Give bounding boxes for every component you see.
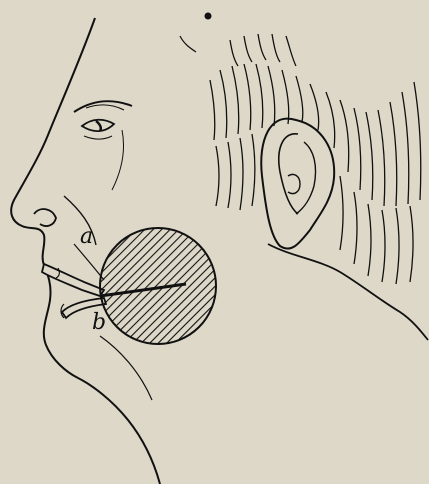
neck-line <box>268 244 428 340</box>
ink-dot <box>205 13 212 20</box>
hatched-disc <box>100 228 216 344</box>
eyebrow <box>74 101 132 112</box>
hair-hatching <box>210 34 421 284</box>
label-a: a <box>80 224 93 249</box>
ear <box>261 119 334 249</box>
label-b: b <box>92 310 106 335</box>
